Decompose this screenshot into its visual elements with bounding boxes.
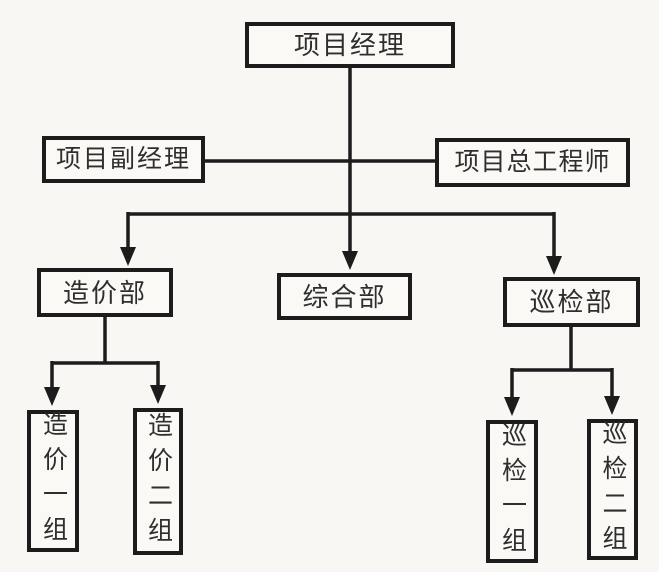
node-deputy-project-manager: 项目副经理 [42, 136, 205, 183]
arrowhead-general-dept [342, 251, 358, 270]
node-inspection-group-1-label: 巡检一组 [498, 421, 527, 562]
arrowhead-cost-dept [120, 247, 136, 266]
node-chief-engineer: 项目总工程师 [435, 138, 630, 187]
node-inspection-group-1: 巡检一组 [486, 420, 538, 563]
node-cost-group-2: 造价二组 [133, 408, 183, 555]
node-cost-group-1: 造价一组 [27, 410, 79, 552]
node-project-manager-label: 项目经理 [293, 30, 406, 60]
node-chief-engineer-label: 项目总工程师 [454, 148, 611, 176]
arrowhead-inspection-group1 [504, 397, 520, 416]
node-inspection-group-2: 巡检二组 [587, 419, 638, 560]
node-project-manager: 项目经理 [245, 22, 455, 68]
arrowhead-inspection-group2 [604, 396, 620, 415]
arrowhead-cost-group2 [150, 385, 166, 404]
node-general-department-label: 综合部 [302, 281, 387, 312]
node-inspection-group-2-label: 巡检二组 [599, 419, 627, 560]
node-inspection-department-label: 巡检部 [529, 287, 614, 317]
node-deputy-project-manager-label: 项目副经理 [55, 145, 191, 173]
arrowhead-cost-group1 [44, 387, 60, 406]
arrowhead-inspection-dept [546, 256, 562, 275]
node-cost-department-label: 造价部 [62, 277, 147, 308]
node-general-department: 综合部 [277, 273, 412, 320]
node-cost-department: 造价部 [37, 268, 173, 317]
node-cost-group-2-label: 造价二组 [144, 411, 173, 552]
node-inspection-department: 巡检部 [503, 277, 640, 327]
node-cost-group-1-label: 造价一组 [39, 411, 68, 551]
